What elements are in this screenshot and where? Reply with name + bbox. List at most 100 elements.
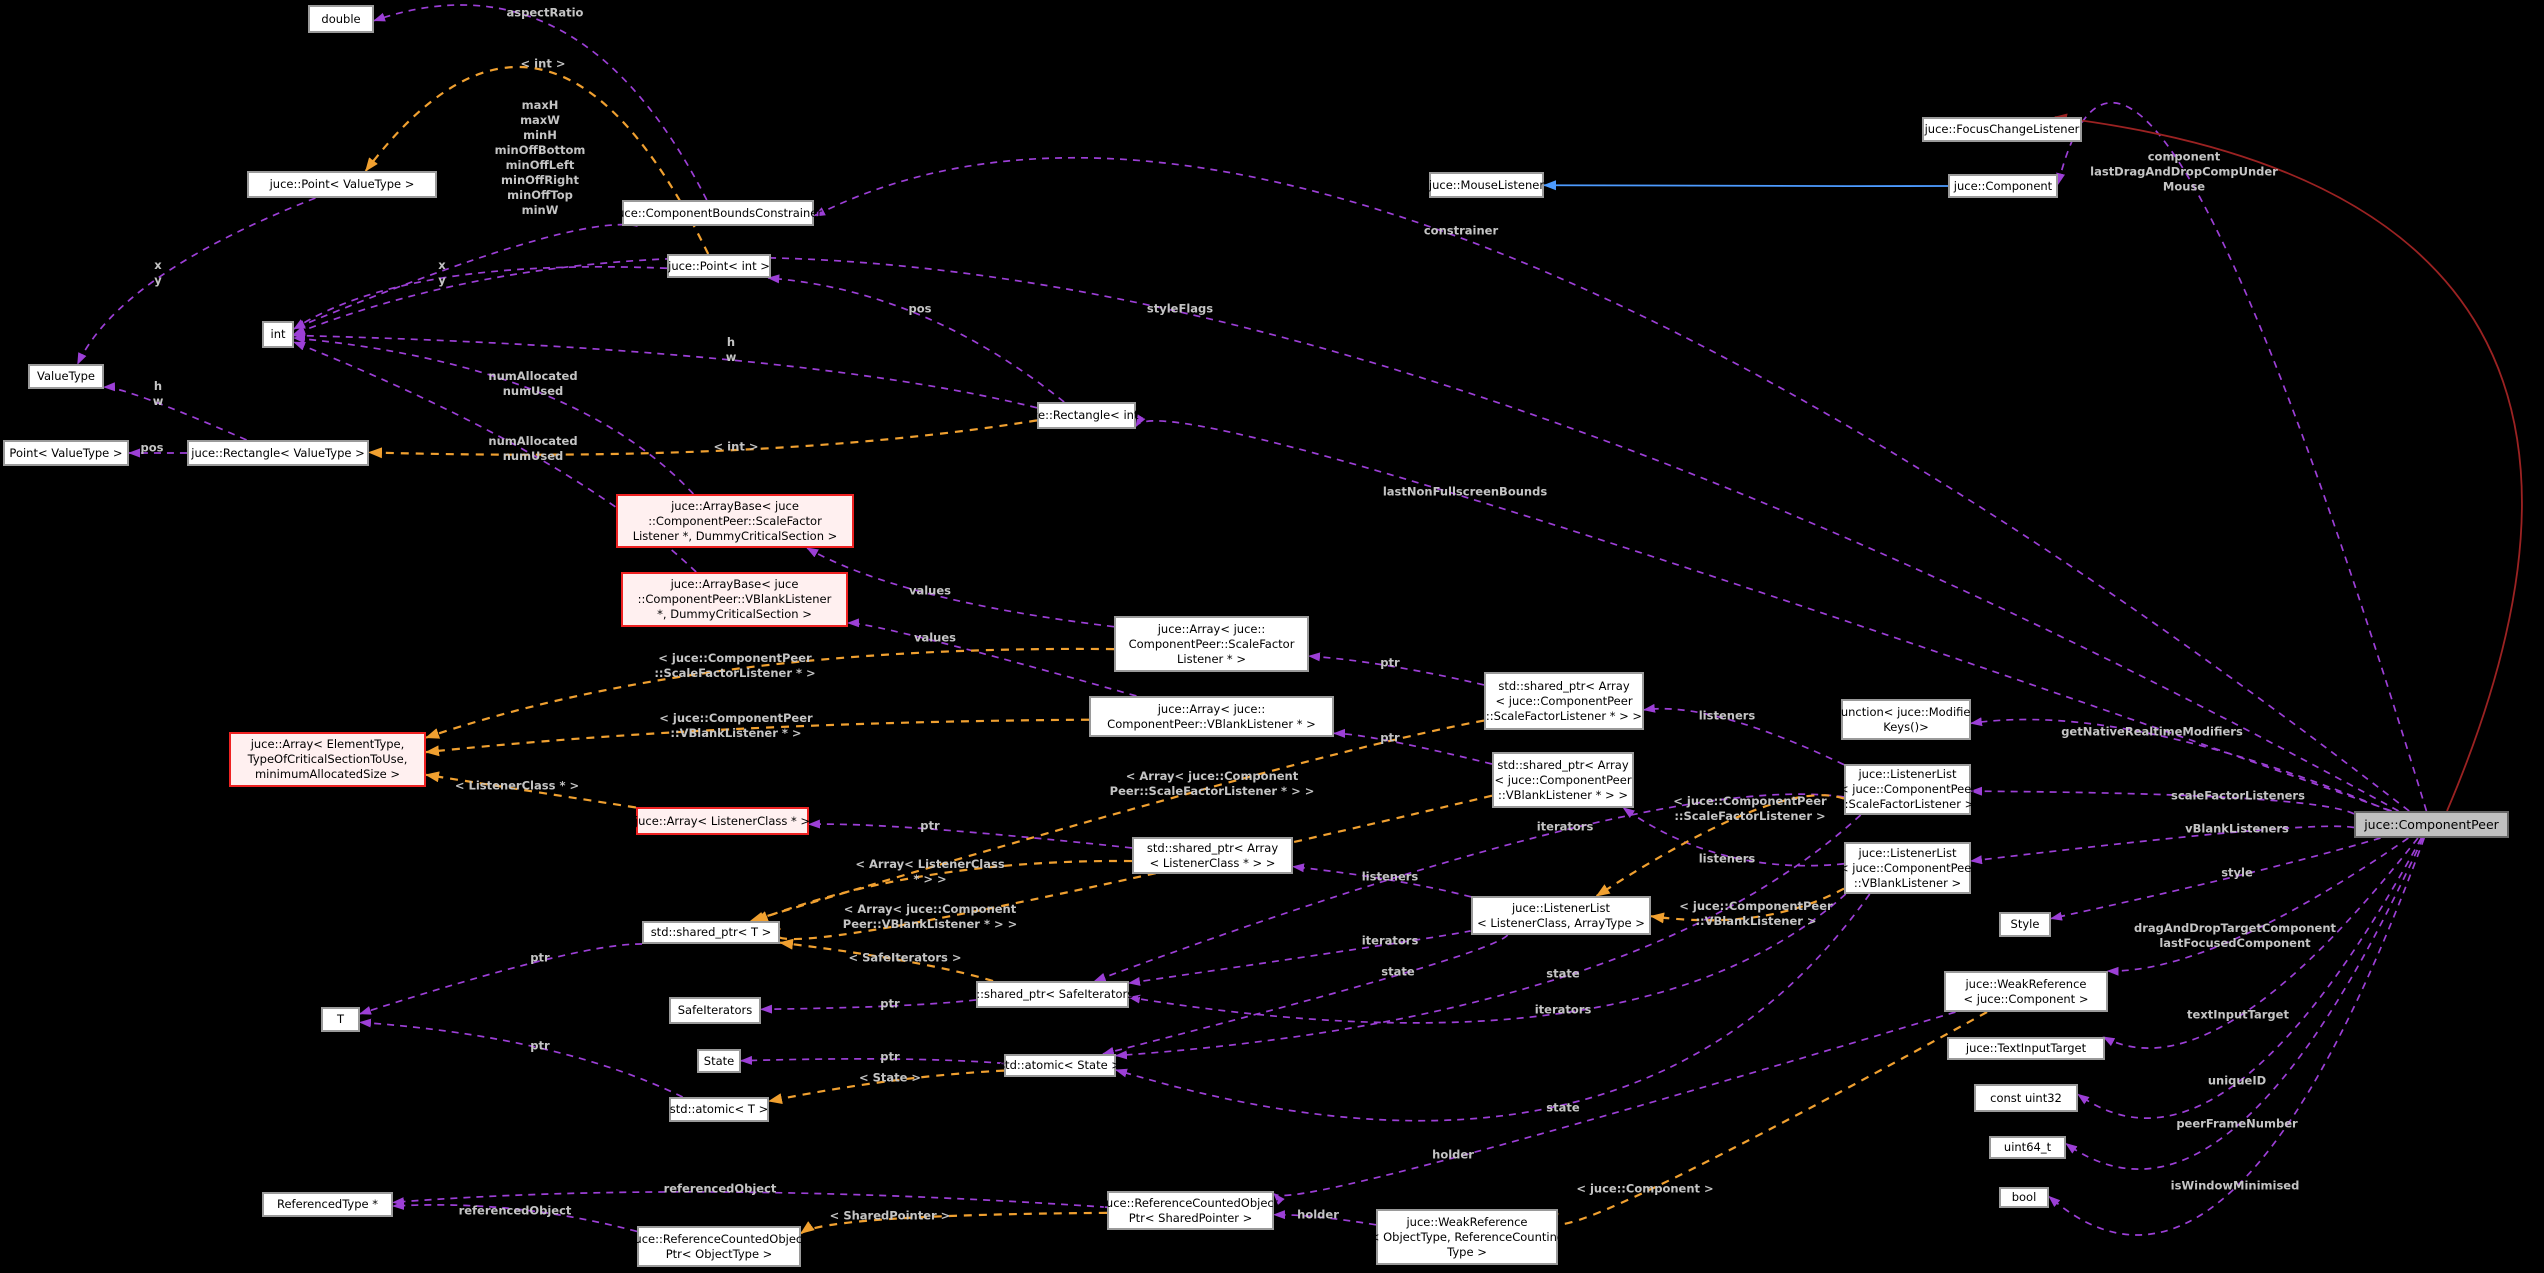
edge-label: iterators: [1534, 1002, 1592, 1017]
edge-label: < juce::ComponentPeer ::VBlankListener >: [1679, 899, 1833, 928]
node-style[interactable]: Style: [1999, 912, 2051, 937]
edge-avb-to-abvb: [847, 618, 1137, 697]
node-splc[interactable]: std::shared_ptr< Array < ListenerClass *…: [1132, 837, 1293, 874]
edge-peer-to-comp: [2056, 102, 2428, 812]
node-agen[interactable]: juce::Array< ElementType, TypeOfCritical…: [229, 732, 426, 787]
node-vt[interactable]: ValueType: [28, 364, 104, 389]
node-pvt[interactable]: juce::Point< ValueType >: [247, 171, 437, 198]
node-llsf[interactable]: juce::ListenerList < juce::ComponentPeer…: [1839, 764, 1976, 815]
edge-llvb-to-spvb: [1622, 807, 1845, 867]
edge-splc-to-alc: [808, 819, 1133, 849]
node-rvt[interactable]: juce::Rectangle< ValueType >: [187, 440, 369, 466]
edge-peer-to-tit: [2102, 837, 2419, 1049]
edge-spsf-to-spt: [749, 719, 1485, 923]
edge-label: < int >: [520, 56, 566, 71]
edge-label: referencedObject: [663, 1181, 777, 1196]
edge-label: vBlankListeners: [2185, 821, 2289, 836]
edge-label: iterators: [1536, 819, 1594, 834]
edge-label: < State >: [858, 1070, 922, 1085]
node-st[interactable]: State: [697, 1049, 741, 1073]
edge-llvb-to-llgen: [1650, 887, 1845, 924]
node-pvt2[interactable]: Point< ValueType >: [3, 440, 129, 466]
node-u64[interactable]: uint64_t: [1989, 1136, 2066, 1159]
edge-label: styleFlags: [1146, 301, 1214, 316]
edge-label: < Array< ListenerClass * > >: [855, 857, 1005, 886]
edge-rcoo-to-rt: [392, 1200, 638, 1233]
node-cbc[interactable]: juce::ComponentBoundsConstrainer: [614, 200, 822, 226]
node-fn[interactable]: function< juce::Modifier Keys()>: [1837, 699, 1975, 740]
edge-rint-to-rvt: [368, 419, 1038, 459]
node-spt[interactable]: std::shared_ptr< T >: [642, 921, 780, 944]
edge-peer-to-cbc: [813, 156, 2410, 812]
edge-llsf-to-spsi: [1093, 793, 1845, 982]
edge-cbc-to-dbl: [373, 4, 708, 201]
edge-label: holder: [1297, 1207, 1339, 1222]
edge-peer-to-int: [293, 256, 2399, 812]
node-wrc[interactable]: juce::WeakReference < juce::Component >: [1944, 971, 2108, 1012]
node-si[interactable]: SafeIterators: [669, 997, 761, 1024]
node-ml[interactable]: juce::MouseListener: [1429, 172, 1544, 198]
node-t[interactable]: T: [321, 1007, 360, 1032]
node-alc[interactable]: juce::Array< ListenerClass * >: [635, 807, 810, 835]
node-avb[interactable]: juce::Array< juce:: ComponentPeer::VBlan…: [1089, 696, 1334, 737]
edge-spsi-to-spt: [779, 938, 994, 983]
edge-label: listeners: [1698, 851, 1756, 866]
edge-rcos-to-rt: [392, 1191, 1108, 1209]
edge-llvb-to-spsi: [1128, 893, 1847, 1024]
node-llgen[interactable]: juce::ListenerList < ListenerClass, Arra…: [1471, 896, 1651, 935]
edge-label: < juce::Component >: [1576, 1181, 1714, 1196]
edge-peer-to-fcl: [2054, 113, 2523, 812]
node-spsi[interactable]: std::shared_ptr< SafeIterators >: [958, 981, 1147, 1008]
edge-peer-to-rint: [1135, 414, 2392, 812]
edge-label: < juce::ComponentPeer ::ScaleFactorListe…: [654, 651, 816, 680]
node-rt[interactable]: ReferencedType *: [262, 1192, 393, 1217]
node-wrg[interactable]: juce::WeakReference < ObjectType, Refere…: [1370, 1209, 1564, 1265]
node-spvb[interactable]: std::shared_ptr< Array < juce::Component…: [1492, 752, 1634, 808]
edge-pint-to-pvt: [364, 65, 710, 255]
edge-ats-to-st: [740, 1055, 1005, 1065]
edge-label: ptr: [1380, 730, 1400, 745]
edge-label: < Array< juce::Component Peer::ScaleFact…: [1109, 769, 1315, 798]
node-int[interactable]: int: [262, 321, 294, 348]
node-llvb[interactable]: juce::ListenerList < juce::ComponentPeer…: [1839, 842, 1976, 894]
node-abvb[interactable]: juce::ArrayBase< juce ::ComponentPeer::V…: [621, 572, 848, 627]
edge-asf-to-absf: [806, 547, 1115, 628]
edge-label: aspectRatio: [506, 5, 584, 20]
node-asf[interactable]: juce::Array< juce:: ComponentPeer::Scale…: [1114, 616, 1309, 672]
edge-label: constrainer: [1423, 223, 1499, 238]
edge-label: ptr: [1380, 655, 1400, 670]
node-ats[interactable]: std::atomic< State >: [999, 1054, 1121, 1077]
node-fcl[interactable]: juce::FocusChangeListener: [1922, 117, 2082, 142]
edge-label: maxH maxW minH minOffBottom minOffLeft m…: [494, 98, 586, 217]
edge-label: lastNonFullscreenBounds: [1382, 484, 1548, 499]
node-comp[interactable]: juce::Component: [1948, 174, 2058, 198]
edge-label: peerFrameNumber: [2176, 1116, 2298, 1131]
edge-label: values: [913, 630, 957, 645]
node-spsf[interactable]: std::shared_ptr< Array < juce::Component…: [1484, 672, 1644, 730]
edge-label: < juce::ComponentPeer ::VBlankListener *…: [659, 711, 813, 740]
edge-rint-to-int: [293, 331, 1038, 409]
node-att[interactable]: std::atomic< T >: [669, 1097, 769, 1122]
edge-peer-to-fn: [1970, 717, 2391, 812]
node-pint[interactable]: juce::Point< int >: [667, 254, 771, 278]
edge-label: ptr: [880, 1049, 900, 1064]
edge-comp-to-ml: [1543, 180, 1949, 191]
edge-abvb-to-int: [293, 341, 697, 573]
edge-alc-to-agen: [425, 771, 637, 809]
edge-peer-to-u64: [2065, 837, 2424, 1170]
node-rint[interactable]: juce::Rectangle< int >: [1021, 402, 1152, 429]
edge-label: holder: [1432, 1147, 1474, 1162]
node-absf[interactable]: juce::ArrayBase< juce ::ComponentPeer::S…: [616, 494, 854, 548]
node-rcoo[interactable]: juce::ReferenceCountedObject Ptr< Object…: [631, 1226, 807, 1267]
node-bool[interactable]: bool: [1999, 1187, 2049, 1208]
edge-label: state: [1381, 964, 1415, 979]
node-rcos[interactable]: juce::ReferenceCountedObject Ptr< Shared…: [1103, 1191, 1278, 1230]
edge-label: uniqueID: [2207, 1073, 2267, 1088]
node-tit[interactable]: juce::TextInputTarget: [1947, 1037, 2105, 1060]
edge-llgen-to-splc: [1292, 863, 1472, 898]
node-u32[interactable]: const uint32: [1974, 1084, 2078, 1112]
node-peer[interactable]: juce::ComponentPeer: [2354, 811, 2509, 838]
node-dbl[interactable]: double: [308, 5, 374, 33]
edge-label: ptr: [530, 1038, 550, 1053]
